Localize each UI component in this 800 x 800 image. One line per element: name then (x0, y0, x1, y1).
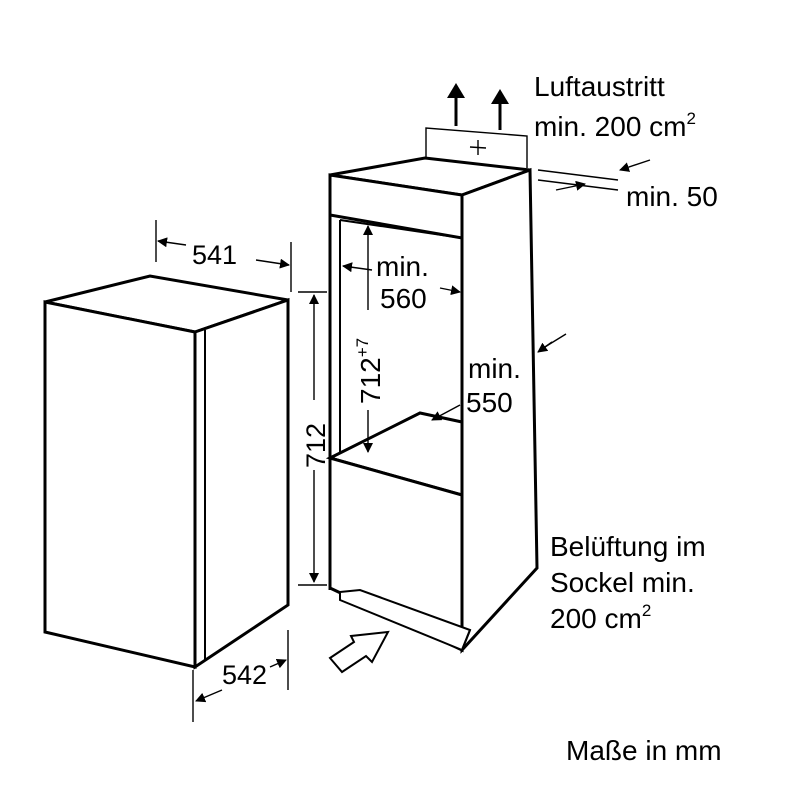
height-appliance-label: 712 (301, 423, 331, 468)
depth-dimension (192, 630, 289, 722)
width-top-label: 541 (192, 240, 237, 270)
plinth-vent-line2: Sockel min. (550, 567, 695, 598)
niche-cabinet (325, 156, 539, 654)
plinth-vent-line3: 200 cm2 (550, 601, 651, 634)
depth-bottom-label: 542 (222, 660, 267, 690)
air-outlet-title: Luftaustritt (534, 71, 665, 102)
plinth-vent-line1: Belüftung im (550, 531, 706, 562)
air-outlet-area: min. 200 cm2 (534, 109, 696, 142)
niche-depth-dimension (431, 333, 567, 421)
units-note: Maße in mm (566, 735, 722, 766)
rear-gap-label: min. 50 (626, 181, 718, 212)
plinth-inlet-arrow (328, 630, 390, 674)
appliance-box (43, 274, 290, 670)
niche-depth-value-label: 550 (466, 387, 513, 418)
niche-width-dimension (342, 262, 461, 296)
niche-width-value-label: 560 (380, 283, 427, 314)
appliance-side-face (193, 297, 290, 670)
niche-height-label: 712+7 (353, 338, 386, 404)
niche-depth-min-label: min. (468, 353, 521, 384)
niche-width-min-label: min. (376, 251, 429, 282)
appliance-front-face (43, 300, 197, 669)
height-dimension (298, 291, 327, 586)
air-outlet-arrows (447, 83, 509, 130)
rear-gap-dimension (537, 159, 651, 191)
width-dimension (155, 220, 292, 292)
vent-grille (425, 127, 528, 168)
